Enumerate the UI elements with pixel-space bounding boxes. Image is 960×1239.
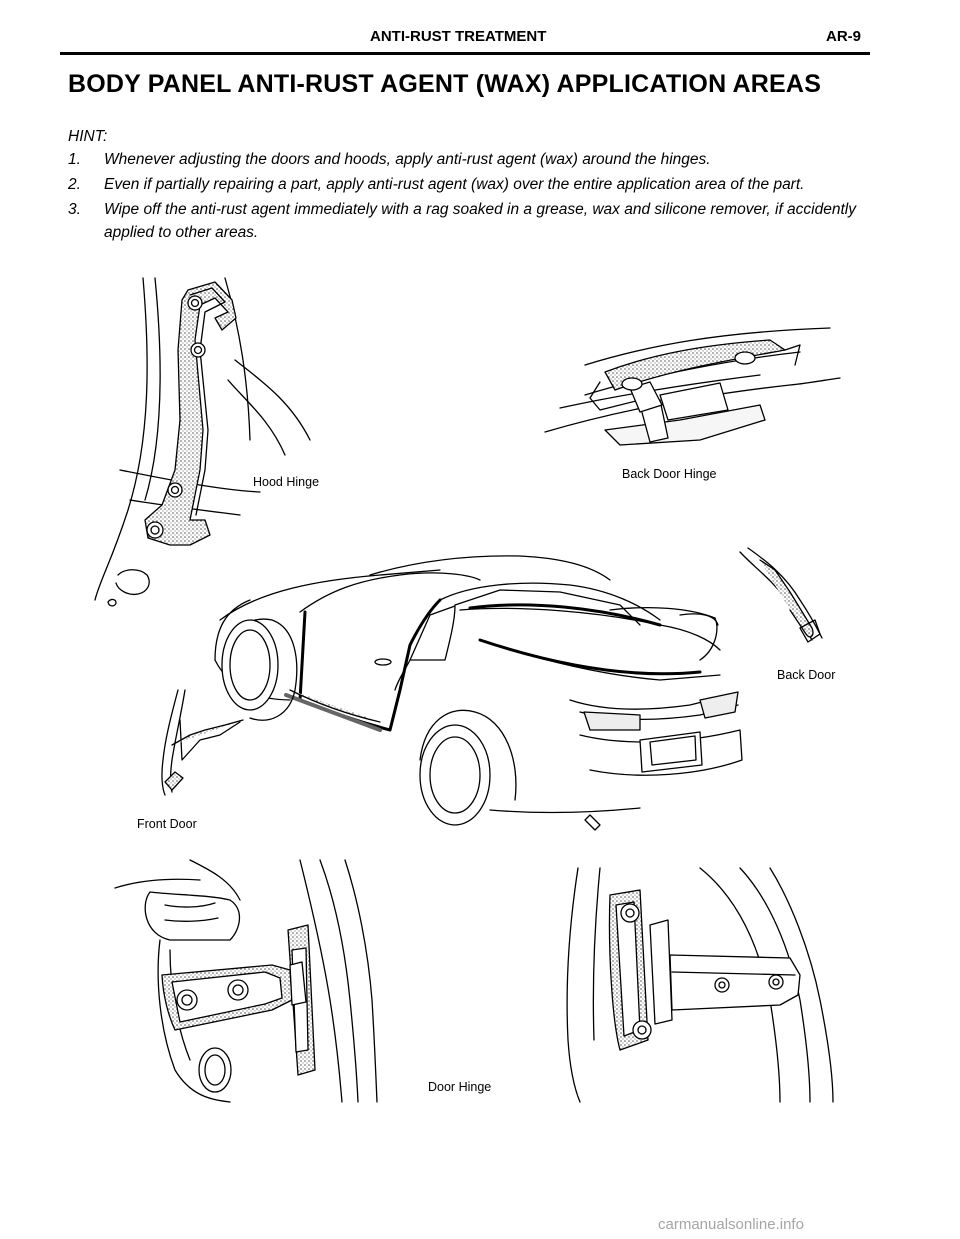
front-door-section-drawing — [161, 689, 244, 796]
hint-item: 3. Wipe off the anti-rust agent immediat… — [68, 198, 868, 244]
hint-item-text: Even if partially repairing a part, appl… — [104, 176, 805, 193]
front-door-label: Front Door — [137, 817, 197, 831]
hint-item: 1. Whenever adjusting the doors and hood… — [68, 148, 868, 171]
back-door-hinge-drawing — [544, 327, 841, 446]
door-hinge-label: Door Hinge — [428, 1080, 492, 1094]
running-header-title: ANTI-RUST TREATMENT — [370, 28, 547, 45]
hint-item: 2. Even if partially repairing a part, a… — [68, 173, 868, 196]
hint-item-number: 2. — [68, 176, 81, 193]
hood-hinge-drawing — [94, 277, 311, 607]
door-hinge-right-drawing — [566, 867, 834, 1103]
back-door-label: Back Door — [777, 668, 836, 682]
hint-label: HINT: — [68, 128, 108, 145]
page-code: AR-9 — [826, 28, 862, 45]
header-divider — [60, 52, 870, 55]
car-body-drawing — [214, 555, 743, 831]
back-door-hinge-label: Back Door Hinge — [622, 467, 717, 481]
hint-section: HINT: 1. Whenever adjusting the doors an… — [68, 125, 868, 244]
hint-item-number: 3. — [68, 201, 81, 218]
footer-watermark: carmanualsonline.info — [658, 1216, 804, 1233]
door-hinge-left-drawing — [114, 859, 378, 1103]
hood-hinge-label: Hood Hinge — [253, 475, 320, 489]
hint-item-text: Wipe off the anti-rust agent immediately… — [104, 201, 856, 241]
back-door-section-drawing — [739, 547, 823, 643]
page-title: BODY PANEL ANTI-RUST AGENT (WAX) APPLICA… — [68, 70, 822, 98]
hint-item-number: 1. — [68, 151, 81, 168]
hint-item-text: Whenever adjusting the doors and hoods, … — [104, 151, 711, 168]
